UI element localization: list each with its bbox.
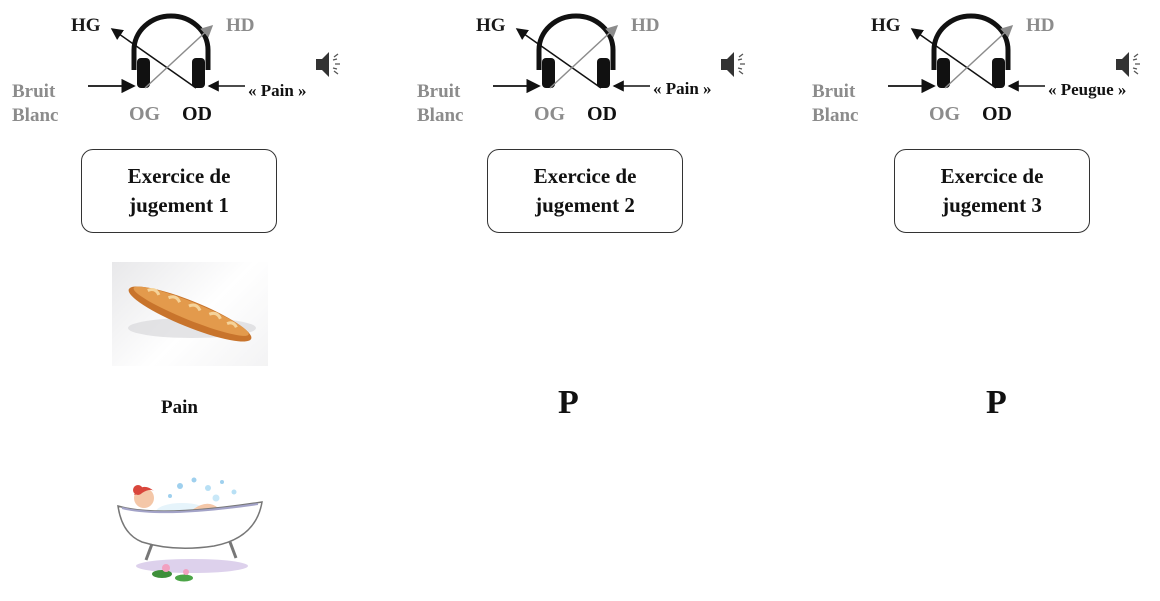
headband bbox=[131, 13, 211, 70]
cross-arrow-hd bbox=[144, 24, 214, 89]
label-hg: HG bbox=[871, 15, 901, 36]
label-og: OG bbox=[929, 103, 961, 125]
label-od: OD bbox=[182, 103, 212, 125]
exercise-box: Exercice de jugement 2 bbox=[487, 149, 683, 233]
label-hg: HG bbox=[71, 15, 101, 36]
right-earcup bbox=[597, 58, 610, 88]
exercise-title: Exercice de jugement 2 bbox=[533, 164, 637, 217]
label-spoken-word: « Pain » bbox=[653, 79, 712, 98]
bathtub-image bbox=[112, 470, 268, 598]
target-letter: P bbox=[986, 384, 1007, 421]
exercise-title: Exercice de jugement 3 bbox=[940, 164, 1044, 217]
label-hd: HD bbox=[631, 15, 660, 36]
cross-arrow-hd bbox=[549, 24, 619, 89]
label-hd: HD bbox=[226, 15, 255, 36]
label-od: OD bbox=[587, 103, 617, 125]
label-hg: HG bbox=[476, 15, 506, 36]
label-og: OG bbox=[129, 103, 161, 125]
exercise-box: Exercice de jugement 1 bbox=[81, 149, 277, 233]
panel-3: HG HD OG OD Bruit Blanc « Peugue » Exerc… bbox=[800, 0, 1160, 601]
left-earcup bbox=[542, 58, 555, 88]
cross-arrow-hg bbox=[515, 28, 602, 89]
label-bruit-blanc: Bruit Blanc bbox=[12, 81, 59, 126]
panel-1: HG HD OG OD Bruit Blanc « Pain » Exercic… bbox=[0, 0, 380, 601]
exercise-box: Exercice de jugement 3 bbox=[894, 149, 1090, 233]
baguette-image bbox=[112, 262, 268, 366]
headphones-diagram bbox=[493, 13, 650, 94]
label-bruit-blanc: Bruit Blanc bbox=[812, 81, 859, 126]
headband bbox=[931, 13, 1011, 70]
panel-2: HG HD OG OD Bruit Blanc « Pain » Exercic… bbox=[405, 0, 785, 601]
headband bbox=[536, 13, 616, 70]
label-od: OD bbox=[982, 103, 1012, 125]
right-earcup bbox=[192, 58, 205, 88]
headphones-diagram bbox=[888, 13, 1045, 94]
cross-arrow-hg bbox=[910, 28, 997, 89]
headphones-diagram bbox=[88, 13, 245, 94]
label-og: OG bbox=[534, 103, 566, 125]
cross-arrow-hd bbox=[944, 24, 1014, 89]
target-letter: P bbox=[558, 384, 579, 421]
label-spoken-word: « Pain » bbox=[248, 81, 307, 100]
label-hd: HD bbox=[1026, 15, 1055, 36]
cross-arrow-hg bbox=[110, 28, 197, 89]
bread-label: Pain bbox=[161, 397, 198, 418]
label-bruit-blanc: Bruit Blanc bbox=[417, 81, 464, 126]
right-earcup bbox=[992, 58, 1005, 88]
left-earcup bbox=[137, 58, 150, 88]
left-earcup bbox=[937, 58, 950, 88]
exercise-title: Exercice de jugement 1 bbox=[127, 164, 231, 217]
label-spoken-word: « Peugue » bbox=[1048, 80, 1127, 99]
